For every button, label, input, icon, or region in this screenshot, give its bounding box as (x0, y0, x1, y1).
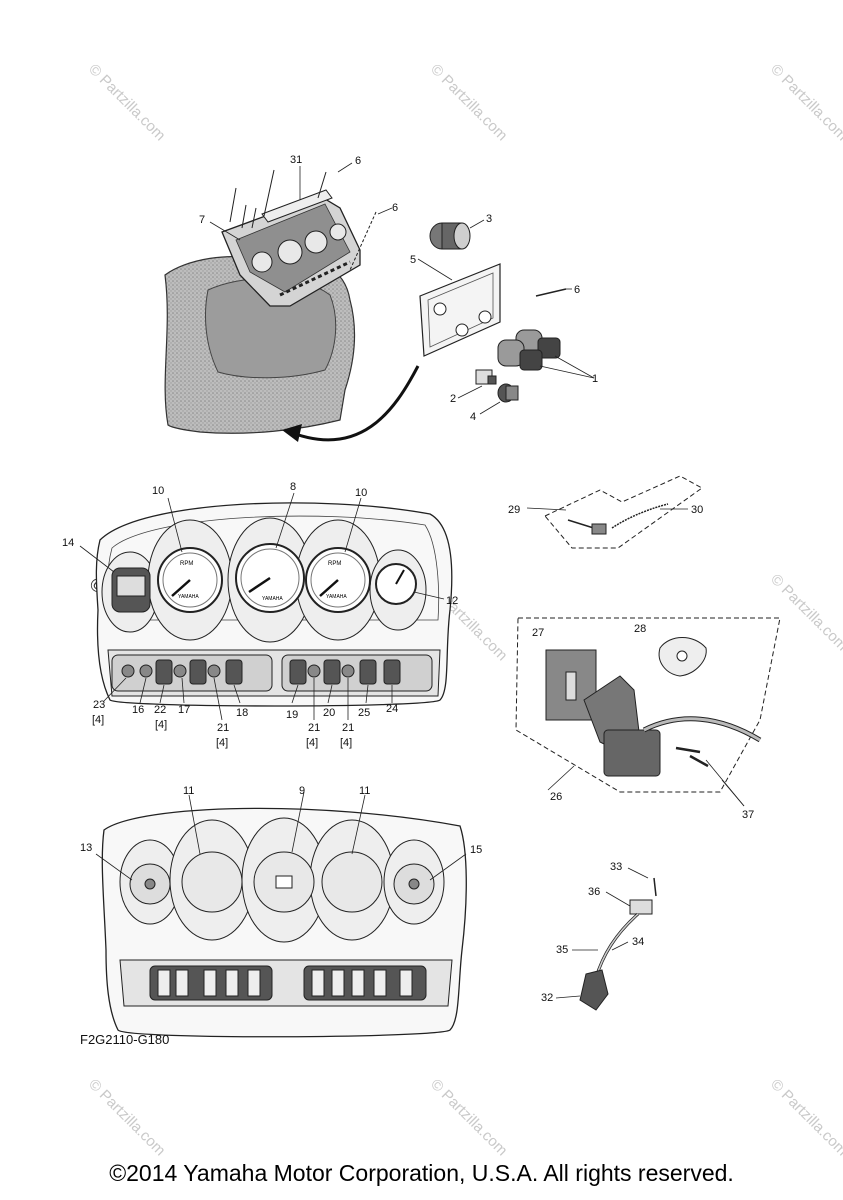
callout-36: 36 (588, 886, 600, 898)
callout-9: 9 (299, 785, 305, 797)
callout-37: 37 (742, 809, 754, 821)
gauge-brand: YAMAHA (178, 594, 199, 600)
toggle-switches (497, 329, 595, 379)
callout-28: 28 (634, 623, 646, 635)
callout-11-a: 11 (183, 785, 194, 797)
callout-20: 20 (323, 707, 335, 719)
leader-lines-front (79, 492, 445, 721)
quantity-23: [4] (92, 714, 104, 726)
callout-24: 24 (386, 703, 398, 715)
small-switch (457, 369, 497, 399)
callout-5: 5 (410, 254, 416, 266)
callout-29: 29 (508, 504, 520, 516)
callout-1: 1 (592, 373, 598, 385)
watermark: © Partzilla.com (767, 61, 843, 144)
callout-21-c: 21 (342, 722, 354, 734)
callout-34: 34 (632, 936, 644, 948)
callout-6-b: 6 (392, 202, 398, 214)
callout-6-c: 6 (574, 284, 580, 296)
callout-21-a: 21 (217, 722, 229, 734)
watermark: © Partzilla.com (427, 61, 510, 144)
callout-26: 26 (550, 791, 562, 803)
callout-31: 31 (290, 154, 302, 166)
gauge-brand: YAMAHA (326, 594, 347, 600)
quantity-22: [4] (155, 719, 167, 731)
watermark: © Partzilla.com (427, 1076, 510, 1159)
switch-plate (417, 258, 501, 357)
leader-lines-rear (95, 791, 467, 881)
gauge-panel-rear (101, 807, 467, 1038)
callout-7: 7 (199, 214, 205, 226)
gauge-label: RPM (180, 561, 193, 567)
callout-23: 23 (93, 699, 105, 711)
power-socket (429, 219, 485, 250)
callout-6-a: 6 (355, 155, 361, 167)
quantity-21-b: [4] (306, 737, 318, 749)
sensor-parts (555, 867, 657, 1011)
callout-21-b: 21 (308, 722, 320, 734)
quantity-21-c: [4] (340, 737, 352, 749)
watermark: © Partzilla.com (767, 1076, 843, 1159)
callout-30: 30 (691, 504, 703, 516)
callout-19: 19 (286, 709, 298, 721)
callout-18: 18 (236, 707, 248, 719)
callout-12: 12 (446, 595, 458, 607)
callout-2: 2 (450, 393, 456, 405)
assembly-arrow (284, 365, 420, 442)
bracket-kit (515, 617, 781, 807)
callout-17: 17 (178, 704, 190, 716)
watermark: © Partzilla.com (85, 1076, 168, 1159)
callout-22: 22 (154, 704, 166, 716)
callout-32: 32 (541, 992, 553, 1004)
callout-8: 8 (290, 481, 296, 493)
callout-15: 15 (470, 844, 482, 856)
callout-10-b: 10 (355, 487, 367, 499)
callout-27: 27 (532, 627, 544, 639)
callout-10-a: 10 (152, 485, 164, 497)
console-assembly (164, 162, 393, 434)
gauge-panel-front: RPM YAMAHA YAMAHA RPM YAMAHA (95, 502, 453, 707)
callout-3: 3 (486, 213, 492, 225)
gauge-brand: YAMAHA (262, 596, 283, 602)
arrow-head (282, 424, 302, 442)
callout-13: 13 (80, 842, 92, 854)
watermark: © Partzilla.com (85, 61, 168, 144)
callout-35: 35 (556, 944, 568, 956)
knob (479, 383, 519, 415)
quantity-21-a: [4] (216, 737, 228, 749)
callout-4: 4 (470, 411, 476, 423)
callout-33: 33 (610, 861, 622, 873)
callout-labels: 1 2 3 4 5 6 6 6 7 8 9 10 10 11 11 12 13 … (62, 154, 754, 1047)
callout-14: 14 (62, 537, 74, 549)
callout-11-b: 11 (359, 785, 370, 797)
watermark: © Partzilla.com (767, 571, 843, 654)
gauge-label: RPM (328, 561, 341, 567)
harness-kit (526, 475, 703, 549)
copyright-notice: ©2014 Yamaha Motor Corporation, U.S.A. A… (109, 1160, 734, 1186)
diagram-code: F2G2110-G180 (80, 1032, 169, 1047)
callout-25: 25 (358, 707, 370, 719)
callout-16: 16 (132, 704, 144, 716)
